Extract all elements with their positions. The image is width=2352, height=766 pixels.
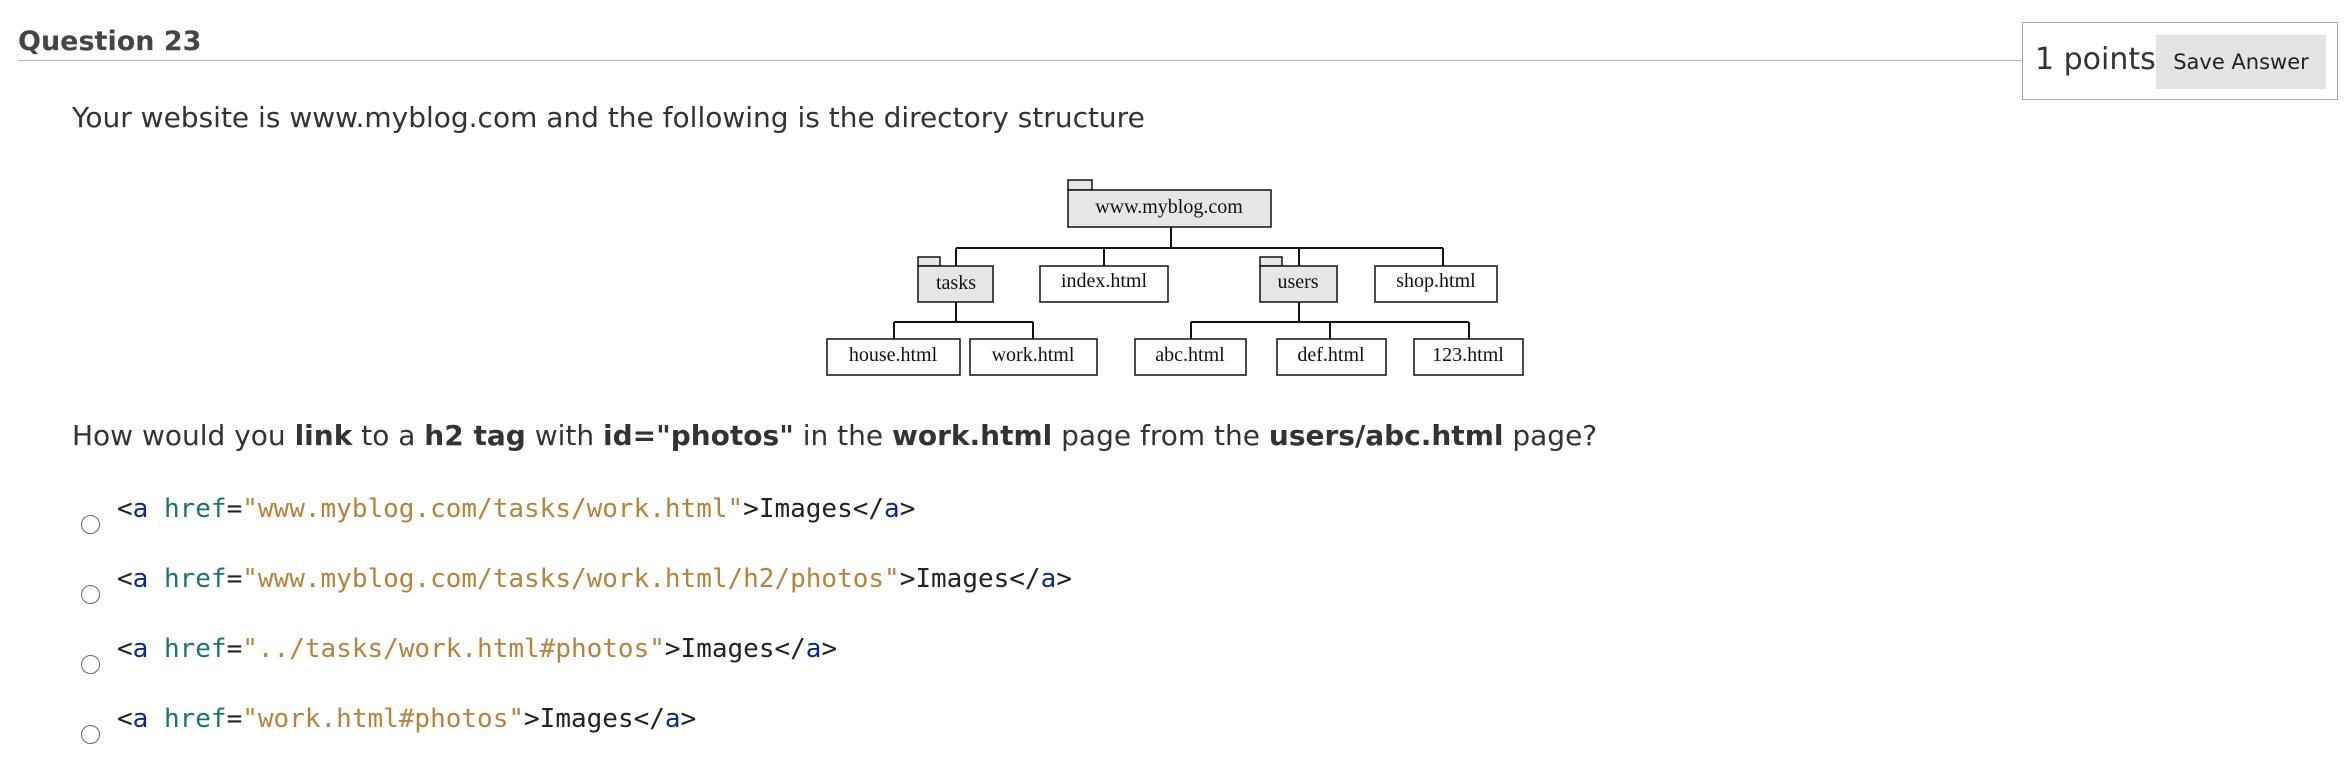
- code-token: href: [148, 704, 227, 734]
- code-token: "www.myblog.com/tasks/work.html": [242, 494, 744, 524]
- node-label-house: house.html: [849, 344, 938, 366]
- points-panel: 1 points Save Answer: [2022, 22, 2338, 100]
- prompt-part: in the: [793, 419, 892, 452]
- code-token: "../tasks/work.html#photos": [242, 634, 665, 664]
- title-divider: [18, 60, 2024, 61]
- code-token: >: [1056, 564, 1072, 594]
- option-radio-4[interactable]: [81, 725, 100, 744]
- code-token: a: [884, 494, 900, 524]
- prompt-part: How would you: [72, 419, 295, 452]
- folder-node-root: www.myblog.com: [1067, 179, 1272, 228]
- prompt-part-bold: link: [294, 419, 353, 452]
- code-token: Images: [915, 564, 1010, 594]
- node-label-abc: abc.html: [1155, 344, 1225, 366]
- file-node-work: work.html: [969, 338, 1098, 376]
- directory-structure-diagram: www.myblog.com tasks index.html users sh…: [826, 179, 1524, 376]
- code-token: Images: [680, 634, 775, 664]
- code-token: "work.html#photos": [242, 704, 525, 734]
- code-token: =: [226, 494, 243, 524]
- code-token: <: [117, 564, 133, 594]
- code-token: a: [132, 704, 149, 734]
- save-answer-button[interactable]: Save Answer: [2156, 35, 2326, 89]
- code-token: <: [117, 494, 133, 524]
- option-code-2[interactable]: <a href="www.myblog.com/tasks/work.html/…: [117, 564, 1072, 594]
- file-node-def: def.html: [1276, 338, 1387, 376]
- code-token: <: [117, 634, 133, 664]
- prompt-part-bold: id="photos": [603, 419, 794, 452]
- node-label-users: users: [1277, 271, 1318, 293]
- question-prompt: How would you link to a h2 tag with id="…: [72, 419, 1597, 452]
- option-code-3[interactable]: <a href="../tasks/work.html#photos">Imag…: [117, 634, 837, 664]
- code-token: </: [633, 704, 665, 734]
- folder-tab-icon: [1067, 179, 1093, 191]
- answer-option-2[interactable]: <a href="www.myblog.com/tasks/work.html/…: [0, 557, 1300, 617]
- prompt-part: with: [525, 419, 604, 452]
- code-token: a: [664, 704, 681, 734]
- node-label-work: work.html: [992, 344, 1075, 366]
- option-radio-2[interactable]: [81, 585, 100, 604]
- code-token: =: [226, 564, 243, 594]
- code-token: >: [899, 564, 916, 594]
- question-intro: Your website is www.myblog.com and the f…: [72, 101, 1145, 134]
- code-token: >: [899, 494, 916, 524]
- answer-option-1[interactable]: <a href="www.myblog.com/tasks/work.html"…: [0, 487, 1300, 547]
- code-token: >: [821, 634, 838, 664]
- code-token: </: [852, 494, 885, 524]
- prompt-part-bold: h2 tag: [424, 419, 526, 452]
- code-token: a: [805, 634, 822, 664]
- node-label-root: www.myblog.com: [1095, 196, 1243, 218]
- code-token: a: [132, 564, 149, 594]
- code-token: href: [148, 564, 227, 594]
- code-token: >: [680, 704, 697, 734]
- file-node-shop: shop.html: [1374, 265, 1498, 303]
- node-label-tasks: tasks: [936, 272, 976, 294]
- node-label-def: def.html: [1297, 344, 1365, 366]
- code-token: Images: [539, 704, 634, 734]
- file-node-index: index.html: [1039, 265, 1169, 303]
- code-token: href: [148, 634, 227, 664]
- code-token: >: [664, 634, 681, 664]
- option-code-4[interactable]: <a href="work.html#photos">Images</a>: [117, 704, 696, 734]
- code-token: =: [226, 704, 243, 734]
- prompt-part-bold: work.html: [891, 419, 1053, 452]
- file-node-123: 123.html: [1413, 338, 1524, 376]
- file-node-house: house.html: [826, 338, 961, 376]
- code-token: a: [132, 634, 149, 664]
- code-token: a: [1040, 564, 1057, 594]
- code-token: <: [117, 704, 133, 734]
- code-token: Images: [758, 494, 853, 524]
- code-token: >: [524, 704, 540, 734]
- folder-node-users: users: [1259, 256, 1338, 303]
- prompt-part-bold: users/abc.html: [1268, 419, 1504, 452]
- code-token: >: [743, 494, 759, 524]
- option-radio-3[interactable]: [81, 655, 100, 674]
- points-value: 1 points: [2035, 42, 2156, 77]
- answer-option-4[interactable]: <a href="work.html#photos">Images</a>: [0, 697, 1300, 757]
- prompt-part: page from the: [1052, 419, 1269, 452]
- code-token: a: [132, 494, 149, 524]
- folder-node-tasks: tasks: [917, 256, 994, 303]
- node-label-index: index.html: [1061, 270, 1148, 292]
- prompt-part: page?: [1503, 419, 1598, 452]
- code-token: =: [226, 634, 243, 664]
- code-token: "www.myblog.com/tasks/work.html/h2/photo…: [242, 564, 900, 594]
- question-title: Question 23: [18, 26, 202, 57]
- node-label-shop: shop.html: [1396, 270, 1476, 292]
- file-node-abc: abc.html: [1134, 338, 1247, 376]
- diagram-connectors: [893, 227, 1470, 339]
- code-token: </: [1009, 564, 1041, 594]
- answer-option-3[interactable]: <a href="../tasks/work.html#photos">Imag…: [0, 627, 1300, 687]
- folder-tab-icon: [1259, 256, 1283, 267]
- code-token: </: [774, 634, 806, 664]
- code-token: href: [148, 494, 227, 524]
- option-code-1[interactable]: <a href="www.myblog.com/tasks/work.html"…: [117, 494, 915, 524]
- prompt-part: to a: [352, 419, 425, 452]
- option-radio-1[interactable]: [81, 515, 100, 534]
- node-label-123: 123.html: [1432, 344, 1504, 366]
- folder-tab-icon: [917, 256, 941, 267]
